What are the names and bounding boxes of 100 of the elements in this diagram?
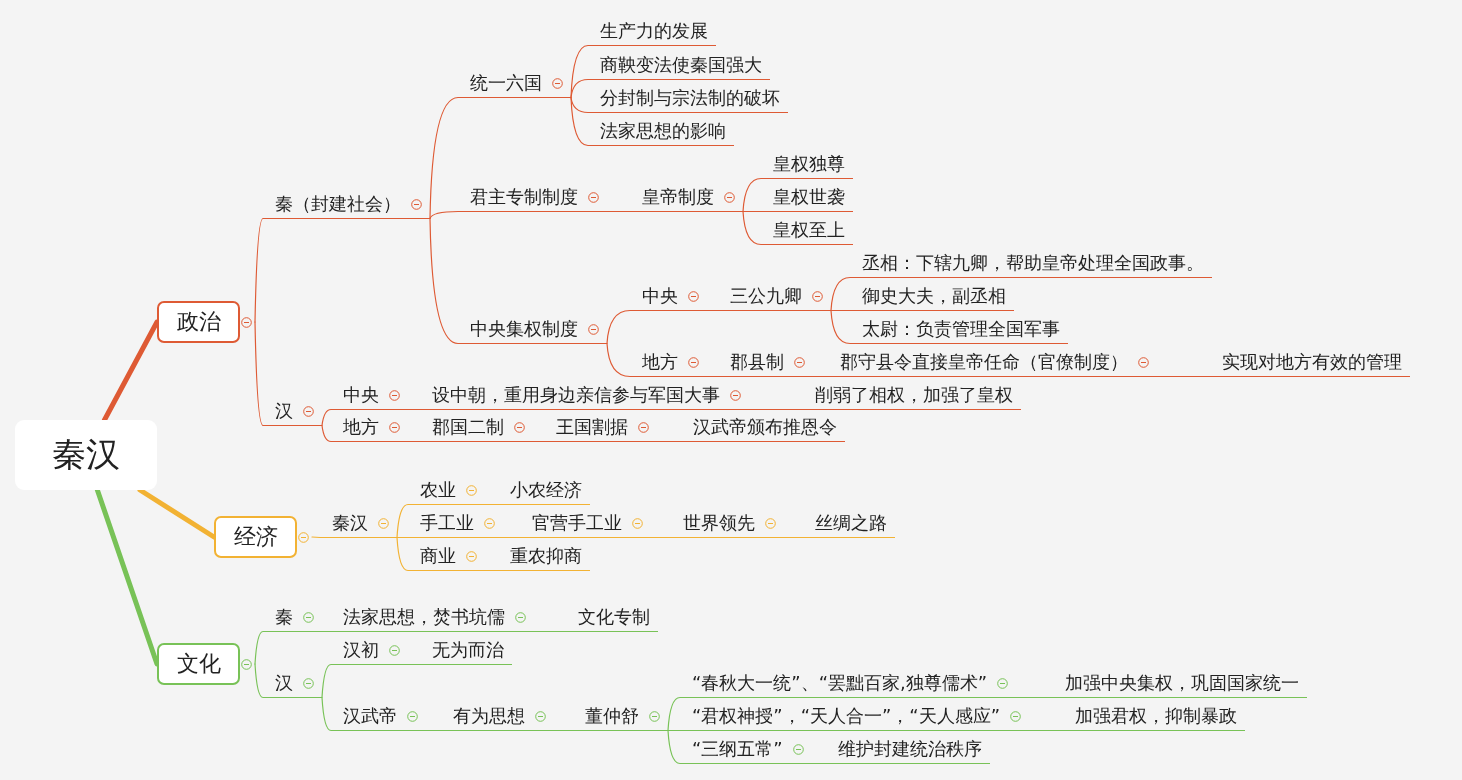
branch-line xyxy=(321,630,332,633)
branch-line xyxy=(429,217,459,345)
branch-line xyxy=(254,663,264,699)
topic-node xyxy=(828,350,1157,377)
branch-line xyxy=(321,663,332,699)
topic-text: 文化 xyxy=(176,650,221,678)
branch-line xyxy=(407,408,421,411)
topic-text: 皇权世袭 xyxy=(773,185,845,209)
topic-node xyxy=(331,605,534,632)
topic-node xyxy=(1210,350,1410,377)
branch-line xyxy=(311,536,321,539)
topic-text: 设中朝，重用身边亲信参与军国大事 xyxy=(432,383,720,407)
topic-node xyxy=(718,350,813,377)
topic-text: 汉 xyxy=(275,399,293,423)
topic-node xyxy=(320,511,397,538)
topic-text: 无为而治 xyxy=(432,638,504,662)
topic-text: 法家思想，焚书坑儒 xyxy=(343,605,505,629)
branch-line xyxy=(502,536,521,539)
topic-text: 董仲舒 xyxy=(585,704,639,728)
branch-line xyxy=(407,440,421,443)
topic-text: 小农经济 xyxy=(510,478,582,502)
branch-line xyxy=(667,729,681,732)
topic-node xyxy=(761,152,853,179)
branch-line xyxy=(570,44,589,99)
topic-node xyxy=(408,511,503,538)
topic-node xyxy=(850,317,1068,344)
branch-line xyxy=(706,375,719,378)
topic-node xyxy=(630,350,707,377)
branch-line xyxy=(425,729,442,732)
topic-node xyxy=(331,638,408,665)
topic-node xyxy=(441,704,554,731)
branch-line xyxy=(1156,375,1211,378)
branch-line xyxy=(321,696,332,732)
branch-line xyxy=(396,503,409,539)
topic-text: 汉武帝颁布推恩令 xyxy=(693,415,837,439)
topic-node xyxy=(263,399,322,426)
branch-line xyxy=(748,408,804,411)
branch-line xyxy=(254,630,264,665)
branch-line xyxy=(1015,696,1054,699)
topic-node xyxy=(566,605,658,632)
topic-node xyxy=(263,192,430,219)
topic-text: 太尉：负责管理全国军事 xyxy=(862,317,1060,341)
branch-line xyxy=(407,663,421,666)
topic-text: 君主专制制度 xyxy=(470,185,578,209)
topic-node xyxy=(761,218,853,245)
topic-node xyxy=(420,638,512,665)
branch-line xyxy=(396,536,409,539)
topic-text: 统一六国 xyxy=(470,71,542,95)
topic-text: 有为思想 xyxy=(453,704,525,728)
topic-text: 分封制与宗法制的破坏 xyxy=(600,86,780,110)
topic-node xyxy=(671,511,784,538)
topic-text: 经济 xyxy=(233,523,278,551)
topic-text: 汉初 xyxy=(343,638,379,662)
topic-node xyxy=(588,19,716,46)
topic-text: 实现对地方有效的管理 xyxy=(1222,350,1402,374)
branch-line xyxy=(553,729,574,732)
topic-text: 王国割据 xyxy=(556,415,628,439)
topic-text: 中央 xyxy=(343,383,379,407)
branch-line xyxy=(830,309,851,312)
branch-line xyxy=(606,342,631,378)
topic-node xyxy=(1063,704,1245,731)
topic-text: 手工业 xyxy=(420,511,474,535)
topic-node xyxy=(520,511,651,538)
topic-node xyxy=(761,185,853,212)
topic-node xyxy=(680,704,1029,731)
topic-text: 秦汉 xyxy=(332,511,368,535)
topic-node xyxy=(718,284,831,311)
topic-text: 郡守县令直接皇帝任命（官僚制度） xyxy=(840,350,1128,374)
topic-node xyxy=(420,383,749,410)
topic-node xyxy=(850,284,1014,311)
central-topic-box: 秦汉 xyxy=(15,420,157,490)
topic-text: 中央 xyxy=(642,284,678,308)
topic-text: 地方 xyxy=(642,350,678,374)
branch-line xyxy=(254,217,264,323)
branch-line xyxy=(321,424,332,443)
topic-text: 皇权至上 xyxy=(773,218,845,242)
branch-line xyxy=(830,276,851,312)
topic-text: 秦（封建社会） xyxy=(275,192,401,216)
topic-text: 生产力的发展 xyxy=(600,19,708,43)
topic-node xyxy=(420,415,533,442)
topic-text: 法家思想的影响 xyxy=(600,119,726,143)
topic-node xyxy=(588,86,788,113)
topic-node xyxy=(588,53,770,80)
topic-node xyxy=(331,415,408,442)
branch-line xyxy=(254,321,264,427)
topic-text: 郡县制 xyxy=(730,350,784,374)
branch-line xyxy=(484,503,499,506)
topic-text: 汉 xyxy=(275,671,293,695)
topic-text: 世界领先 xyxy=(683,511,755,535)
topic-text: “春秋大一统”、“罢黜百家,独尊儒术” xyxy=(692,671,988,695)
branch-line xyxy=(570,78,589,99)
topic-text: 重农抑商 xyxy=(510,544,582,568)
topic-text: 加强君权，抑制暴政 xyxy=(1075,704,1237,728)
topic-text: 郡国二制 xyxy=(432,415,504,439)
topic-node xyxy=(458,317,607,344)
topic-node xyxy=(803,383,1021,410)
topic-node xyxy=(408,544,485,571)
topic-text: 三公九卿 xyxy=(730,284,802,308)
topic-text: 秦 xyxy=(275,605,293,629)
branch-line xyxy=(606,210,631,213)
